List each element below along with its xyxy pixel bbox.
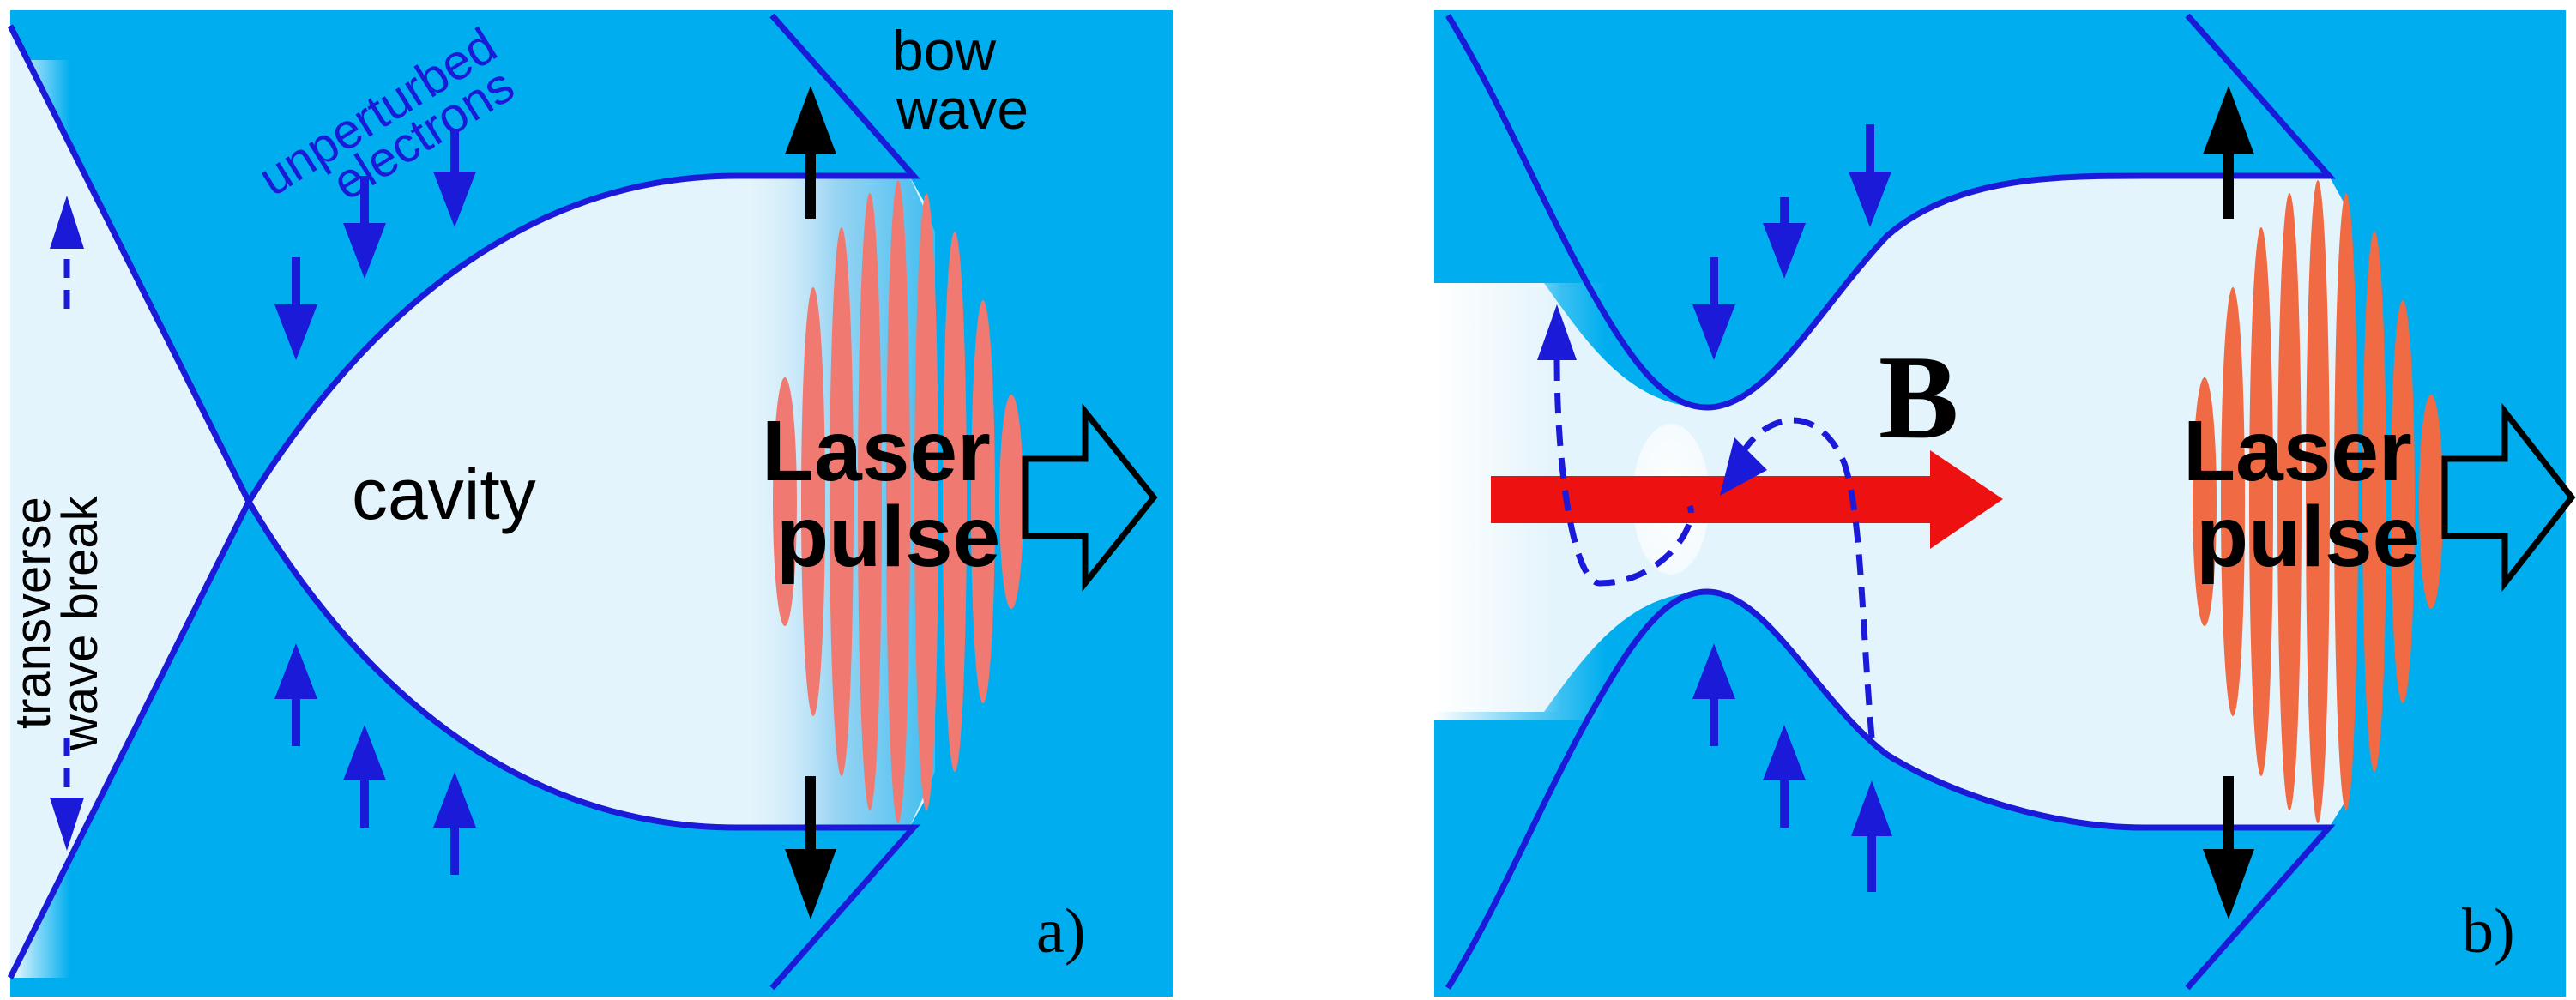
red-right-arrow-icon [1491,450,2003,549]
label-pulse-a: pulse [776,489,1000,585]
label-transverse-1: transverse [5,497,61,729]
hollow-right-arrow-icon [1022,403,1158,592]
laser-pulse-b [2193,180,2443,823]
up-arrow-icon [1692,643,1735,699]
curved-arrow-head-icon [1720,437,1767,496]
panel-b-tag: b) [2462,896,2515,967]
up-arrow-icon [785,86,836,154]
label-transverse-2: wave break [52,495,108,751]
panel-b-boundaries [1445,13,2336,991]
electron-arrows-down-b [1692,124,1891,360]
label-laser-b: Laser [2183,403,2412,499]
label-pulse-b: pulse [2196,489,2420,585]
down-arrow-icon [1763,223,1806,279]
up-arrow-icon [2203,86,2254,154]
label-transverse-wave-break: transverse [5,497,61,729]
label-bow-2: wave [896,77,1029,141]
up-arrow-icon [1537,304,1577,360]
down-arrow-icon [785,849,836,919]
black-arrows-a [785,86,836,919]
down-arrow-icon [2203,849,2254,919]
panel-b: B Laser pulse b) [1434,10,2576,997]
label-laser-a: Laser [762,403,991,499]
down-arrow-icon [1849,172,1891,227]
label-magnetic-field: B [1879,331,1958,464]
label-wave-break-group: wave break [52,495,108,751]
up-arrow-icon [50,196,84,249]
black-arrows-b [2203,86,2254,919]
down-arrow-icon [343,223,386,279]
hollow-right-arrow-icon [2441,402,2576,593]
label-bow-1: bow [892,19,996,82]
panel-a: unperturbed electrons bow wave cavity La… [5,10,1173,997]
up-arrow-icon [433,772,476,828]
down-arrow-icon [433,172,476,227]
electron-trajectories [1553,359,1875,738]
label-cavity: cavity [352,454,536,534]
down-arrow-icon [1692,304,1735,360]
up-arrow-icon [1763,725,1806,780]
down-arrow-icon [274,304,317,360]
up-arrow-icon [1851,780,1892,836]
electron-arrows-down-a [274,129,476,360]
electron-arrows-up-a [274,643,476,875]
laser-pulse-a [773,180,1023,823]
up-arrow-icon [343,725,386,780]
panel-a-boundaries [7,13,920,991]
down-arrow-icon [50,798,84,851]
electron-arrows-up-b [1692,643,1806,828]
panel-a-tag: a) [1036,896,1086,967]
up-arrow-icon [274,643,317,699]
